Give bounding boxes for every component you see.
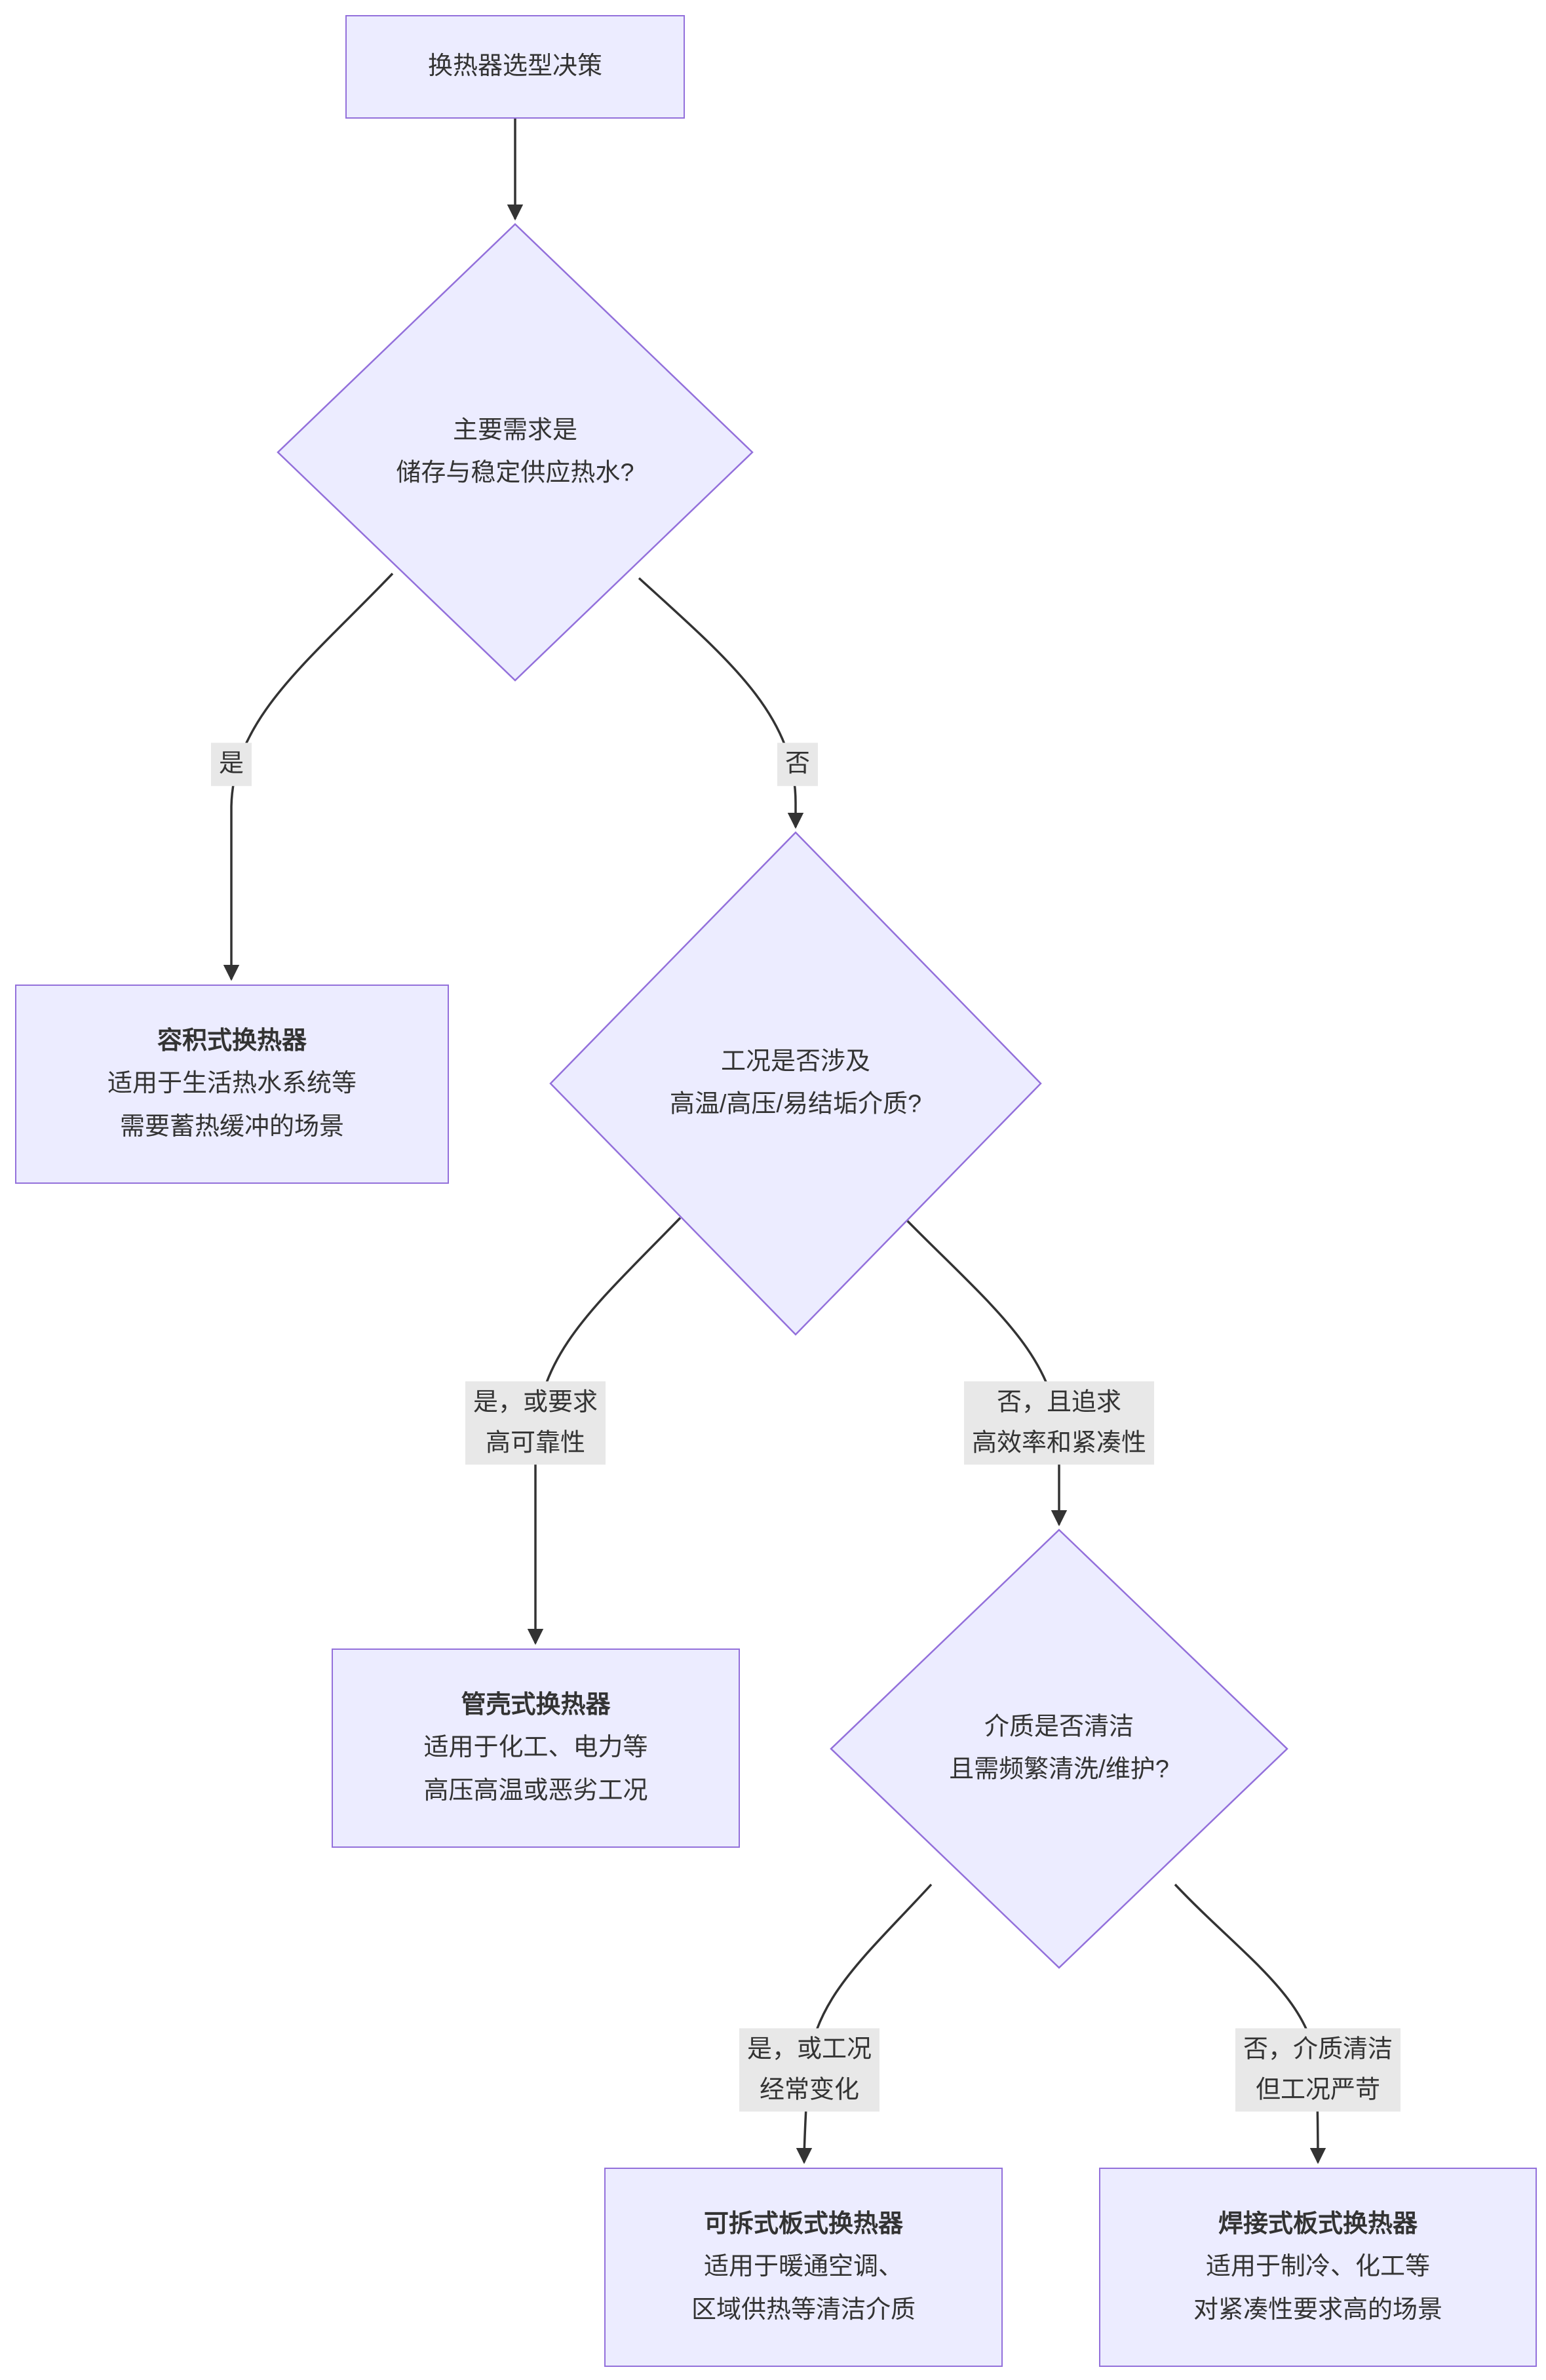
result-node-title: 可拆式板式换热器 — [703, 2210, 903, 2238]
edge-d3-yes — [796, 1883, 933, 2164]
edge-label-no-1: 否 — [777, 743, 819, 786]
result-node-title: 管壳式换热器 — [461, 1690, 611, 1719]
edge-d1-yes — [223, 572, 394, 981]
start-node-label: 换热器选型决策 — [427, 52, 602, 81]
decision-diamond-2 — [549, 831, 1042, 1336]
edge-label-no-3: 否，介质清洁 但工况严苛 — [1235, 2028, 1401, 2112]
edge-label-yes-3: 是，或工况 经常变化 — [739, 2028, 880, 2112]
edge-label-no-2: 否，且追求 高效率和紧凑性 — [963, 1381, 1155, 1465]
result-node-title: 容积式换热器 — [157, 1026, 307, 1055]
start-node: 换热器选型决策 — [345, 15, 685, 119]
result-node-welded-plate: 焊接式板式换热器 适用于制冷、化工等 对紧凑性要求高的场景 — [1099, 2168, 1537, 2367]
edge-d2-no — [903, 1217, 1068, 1527]
result-node-desc: 适用于生活热水系统等 需要蓄热缓冲的场景 — [107, 1070, 357, 1141]
decision-label-3: 介质是否清洁 且需频繁清洗/维护? — [949, 1713, 1169, 1784]
decision-diamond-3 — [830, 1529, 1288, 1969]
result-node-desc: 适用于暖通空调、 区域供热等清洁介质 — [691, 2253, 916, 2324]
result-node-volumetric: 容积式换热器 适用于生活热水系统等 需要蓄热缓冲的场景 — [15, 985, 449, 1184]
result-node-shell-tube: 管壳式换热器 适用于化工、电力等 高压高温或恶劣工况 — [332, 1648, 740, 1848]
decision-label-1: 主要需求是 储存与稳定供应热水? — [396, 416, 634, 487]
decision-label-2: 工况是否涉及 高温/高压/易结垢介质? — [669, 1047, 922, 1118]
result-node-desc: 适用于化工、电力等 高压高温或恶劣工况 — [423, 1734, 648, 1805]
edge-d3-no — [1174, 1883, 1326, 2164]
result-node-gasketed-plate: 可拆式板式换热器 适用于暖通空调、 区域供热等清洁介质 — [604, 2168, 1003, 2367]
result-node-desc: 适用于制冷、化工等 对紧凑性要求高的场景 — [1193, 2253, 1442, 2324]
edge-label-yes-2: 是，或要求 高可靠性 — [465, 1381, 606, 1465]
result-node-title: 焊接式板式换热器 — [1218, 2210, 1418, 2238]
edge-label-yes-1: 是 — [210, 743, 252, 786]
edge-d1-no — [638, 577, 804, 829]
decision-diamond-1 — [277, 223, 754, 682]
